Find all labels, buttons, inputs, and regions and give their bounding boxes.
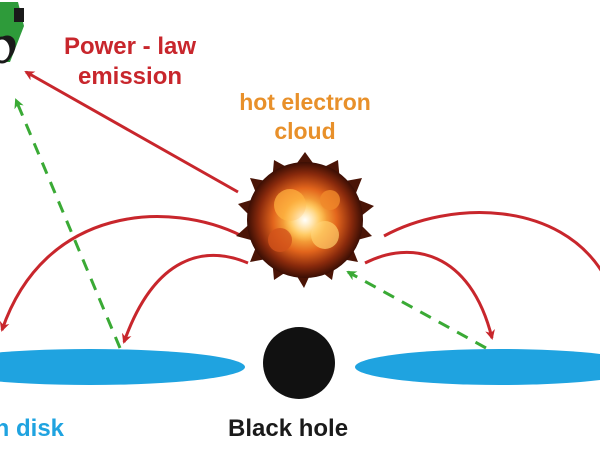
hot-cloud-line-1: hot electron: [239, 89, 371, 115]
hot-electron-cloud: [236, 152, 374, 288]
hot-electron-cloud-label: hot electron cloud: [210, 88, 400, 146]
arrow-disk-to-cloud-dashed: [346, 270, 487, 350]
black-hole-label: Black hole: [228, 415, 349, 442]
accretion-disk-left: [0, 349, 245, 385]
arrow-cloud-to-left-disk-outer: [0, 215, 243, 332]
arrow-cloud-to-left-disk-inner: [121, 254, 249, 344]
power-law-line-1: Power - law: [63, 33, 197, 60]
telescope-icon: [0, 2, 24, 64]
arrow-cloud-to-right-disk-inner: [364, 250, 495, 340]
accretion-disk-right: [355, 349, 600, 385]
accretion-disk-label: on disk: [0, 415, 65, 442]
arrow-power-law-emission: [24, 70, 239, 194]
hot-cloud-line-2: cloud: [274, 117, 336, 144]
arrow-disk-to-observer-dashed: [14, 98, 122, 349]
black-hole: [263, 327, 335, 399]
power-law-emission-label: Power - law emission: [40, 32, 220, 92]
arrow-cloud-to-right-disk-outer: [383, 211, 600, 272]
power-law-line-2: emission: [77, 63, 183, 90]
